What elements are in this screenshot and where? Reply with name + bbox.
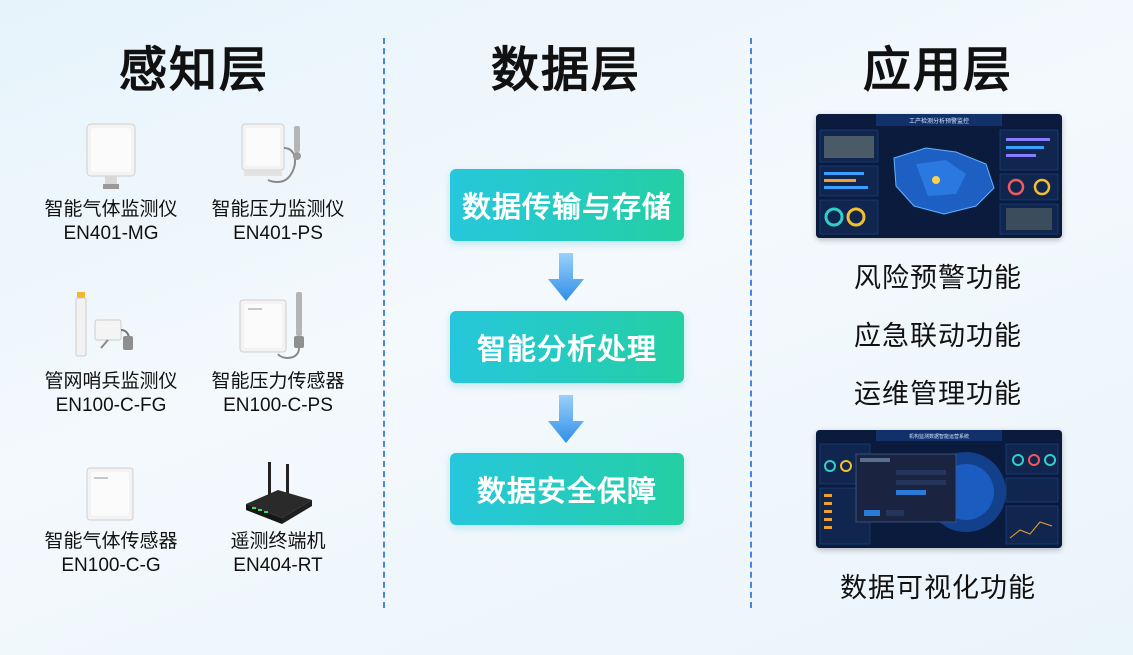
application-layer-title: 应用层 [862,42,1013,98]
device-pipe-sentinel: 管网哨兵监测仪 EN100-C-FG [26,290,196,418]
arrow-down-icon [548,395,584,447]
arrow-down-icon [548,253,584,305]
gas-monitor-icon [81,118,141,196]
device-gas-sensor: 智能气体传感器 EN100-C-G [26,460,196,578]
function-operation-management: 运维管理功能 [854,379,1022,410]
dashboard-screenshot-top: 工产检测分析预警监控 [816,114,1062,238]
dashboard-screenshot-bottom: 机构监测数据智能运营系统 [816,430,1062,548]
device-model: EN100-C-PS [223,395,333,416]
divider-right [750,38,752,608]
perception-layer-title: 感知层 [118,42,269,98]
dashboard-title: 机构监测数据智能运营系统 [909,433,969,440]
device-name: 智能压力传感器 [211,370,345,392]
pipe-sentinel-icon [71,290,151,368]
telemetry-terminal-icon [238,460,318,528]
pressure-sensor-icon [238,290,318,368]
device-telemetry-terminal: 遥测终端机 EN404-RT [193,460,363,578]
gas-sensor-icon [81,460,141,528]
device-gas-monitor: 智能气体监测仪 EN401-MG [26,118,196,246]
step-security-assurance: 数据安全保障 [450,453,684,525]
device-name: 智能气体监测仪 [44,198,178,220]
data-layer-title: 数据层 [490,42,641,98]
step-transmission-storage: 数据传输与存储 [450,169,684,241]
function-data-visualization: 数据可视化功能 [840,573,1036,604]
function-risk-warning: 风险预警功能 [854,263,1022,294]
device-model: EN401-MG [63,223,159,244]
step-intelligent-analysis: 智能分析处理 [450,311,684,383]
device-model: EN404-RT [233,555,323,576]
pressure-monitor-icon [238,118,318,196]
dashboard-title: 工产检测分析预警监控 [909,117,969,125]
device-name: 智能气体传感器 [44,530,178,552]
function-emergency-linkage: 应急联动功能 [854,321,1022,352]
device-name: 智能压力监测仪 [211,198,345,220]
device-pressure-monitor: 智能压力监测仪 EN401-PS [193,118,363,246]
device-model: EN100-C-FG [55,395,167,416]
device-name: 管网哨兵监测仪 [44,370,178,392]
device-name: 遥测终端机 [230,530,326,552]
device-pressure-sensor: 智能压力传感器 EN100-C-PS [193,290,363,418]
divider-left [383,38,385,608]
device-model: EN100-C-G [61,555,161,576]
device-model: EN401-PS [233,223,323,244]
